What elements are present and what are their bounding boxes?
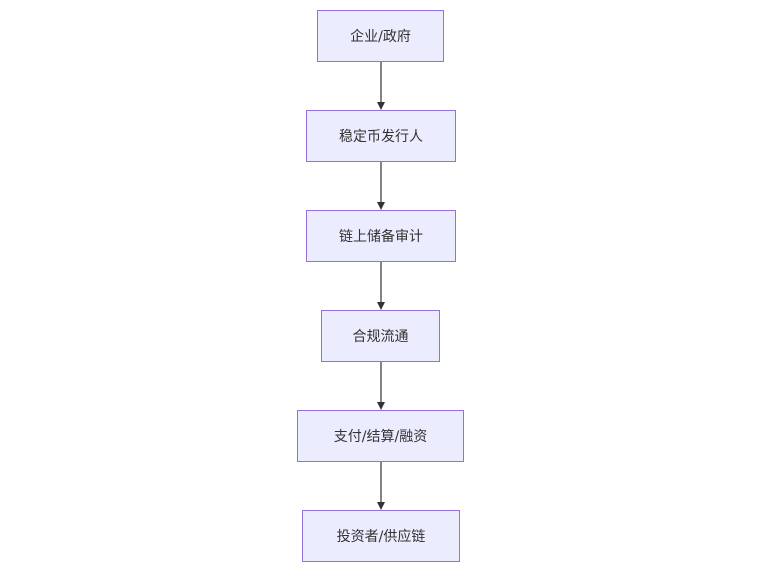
node-compliant-circulation: 合规流通 [321, 310, 440, 362]
edge [377, 262, 385, 310]
edge [377, 362, 385, 410]
arrowhead-icon [377, 502, 385, 510]
node-enterprise-government: 企业/政府 [317, 10, 444, 62]
arrowhead-icon [377, 402, 385, 410]
edge [377, 62, 385, 110]
arrowhead-icon [377, 102, 385, 110]
node-stablecoin-issuer: 稳定币发行人 [306, 110, 456, 162]
arrowhead-icon [377, 302, 385, 310]
node-onchain-reserve-audit: 链上储备审计 [306, 210, 456, 262]
edge [377, 462, 385, 510]
node-payment-settlement-financing: 支付/结算/融资 [297, 410, 464, 462]
edge [377, 162, 385, 210]
node-investors-supply-chain: 投资者/供应链 [302, 510, 460, 562]
arrowhead-icon [377, 202, 385, 210]
